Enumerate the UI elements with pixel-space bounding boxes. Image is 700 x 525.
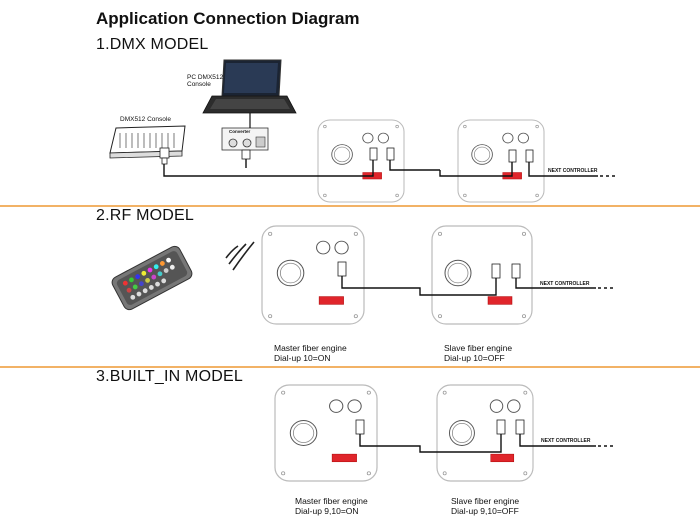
- fiber-engine-panel-slave-builtin: [436, 384, 534, 482]
- rf-remote-control-icon: [111, 245, 193, 311]
- master-dial-setting: Dial-up 9,10=ON: [295, 506, 359, 516]
- diagram-title: Application Connection Diagram: [96, 9, 360, 28]
- master-engine-caption: Master fiber engine: [274, 343, 347, 353]
- next-controller-label: NEXT CONTROLLER: [540, 281, 590, 287]
- converter-label: Converter: [229, 129, 251, 134]
- dmx-converter-icon: [221, 127, 269, 151]
- next-controller-label: NEXT CONTROLLER: [541, 438, 591, 444]
- slave-dial-setting: Dial-up 10=OFF: [444, 353, 505, 363]
- next-controller-label: NEXT CONTROLLER: [548, 168, 598, 174]
- section-heading-builtin: 3.BUILT_IN MODEL: [96, 368, 243, 385]
- slave-dial-setting: Dial-up 9,10=OFF: [451, 506, 519, 516]
- xlr-plug-icon: [241, 149, 251, 160]
- master-dial-setting: Dial-up 10=ON: [274, 353, 331, 363]
- fiber-engine-panel-master-dmx: [317, 119, 405, 203]
- dmx-signal-cable: [341, 276, 596, 296]
- wireless-signal-icon: [225, 241, 255, 271]
- fiber-engine-panel-slave-rf: [431, 225, 533, 325]
- section-heading-dmx: 1.DMX MODEL: [96, 36, 209, 53]
- xlr-plug-icon: [337, 261, 521, 279]
- master-engine-caption: Master fiber engine: [295, 496, 368, 506]
- section-heading-rf: 2.RF MODEL: [96, 207, 195, 224]
- dmx-signal-cable: [163, 159, 598, 177]
- slave-engine-caption: Slave fiber engine: [451, 496, 520, 506]
- xlr-plug-icon: [159, 147, 170, 165]
- laptop-icon: [202, 59, 297, 114]
- fiber-engine-panel-master-rf: [261, 225, 365, 325]
- section-divider: [0, 205, 700, 207]
- fiber-engine-panel-master-builtin: [274, 384, 378, 482]
- section-divider: [0, 366, 700, 368]
- pc-dmx512-console-label: PC DMX512 Console: [187, 74, 224, 88]
- dmx512-console-icon: [109, 125, 186, 159]
- slave-engine-caption: Slave fiber engine: [444, 343, 513, 353]
- dmx-signal-cable: [359, 434, 596, 453]
- dmx512-console-label: DMX512 Console: [120, 116, 171, 123]
